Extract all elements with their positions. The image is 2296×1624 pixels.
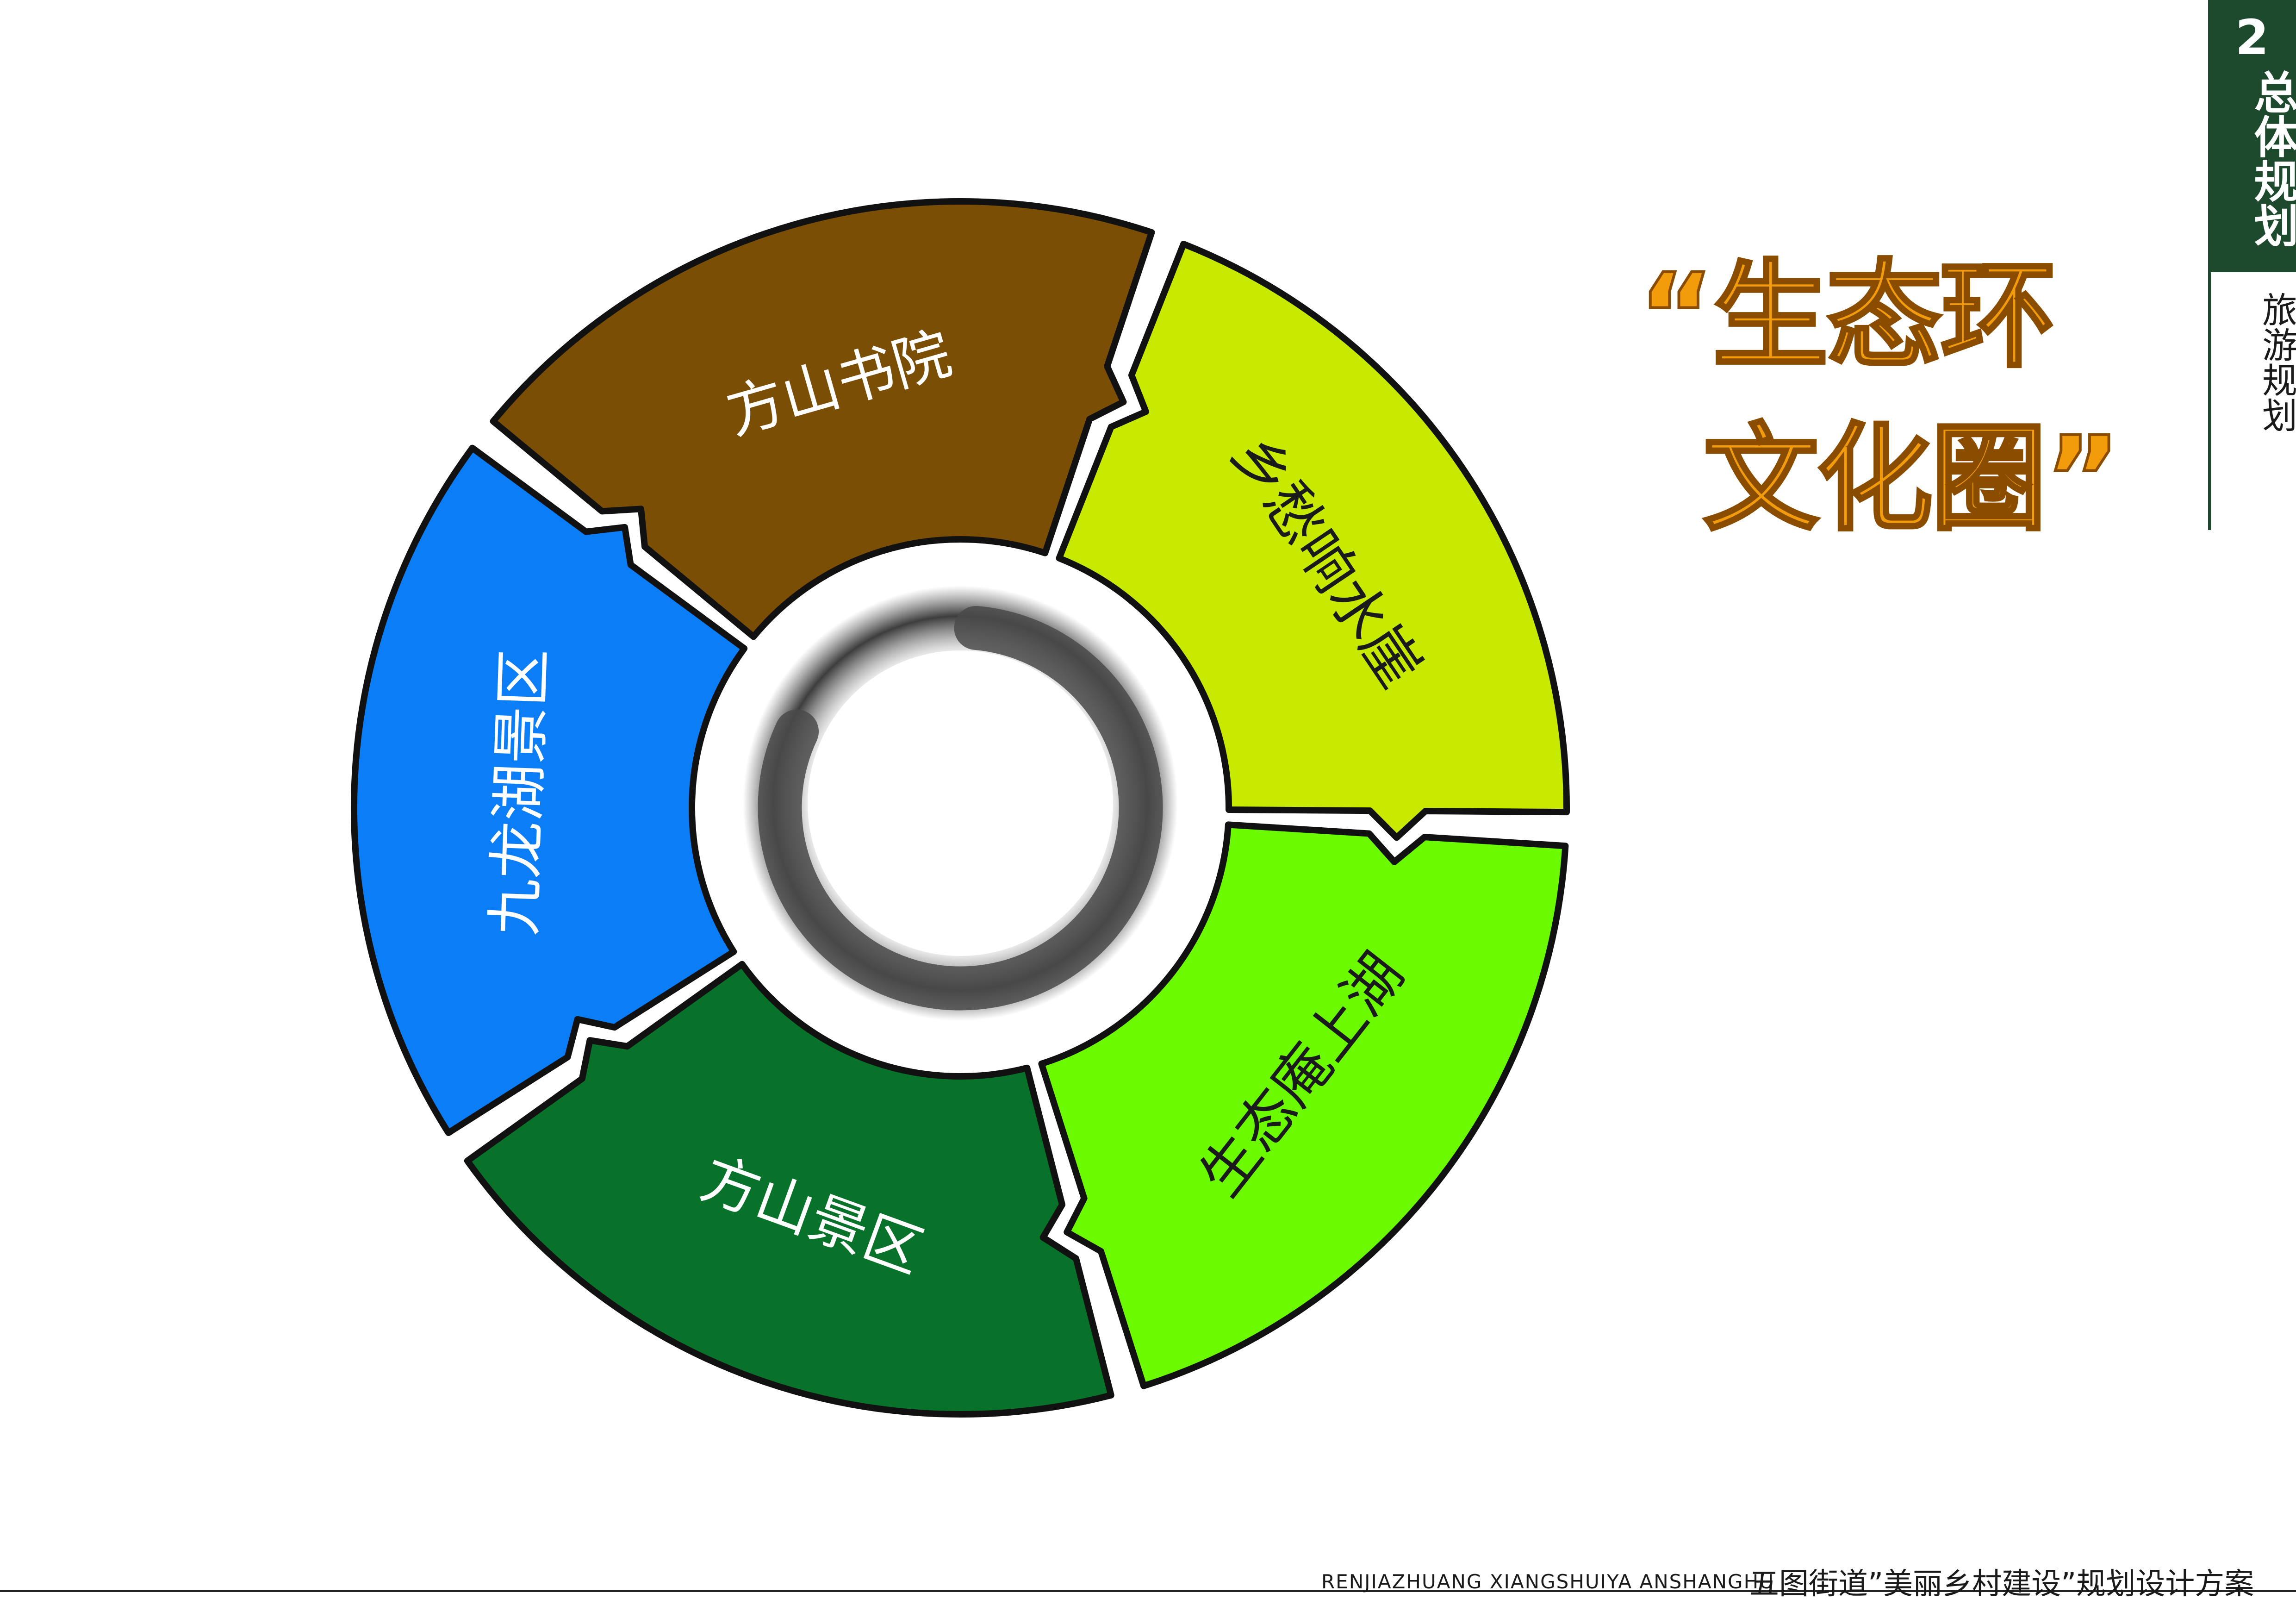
ink-brush-circle — [743, 586, 1178, 1021]
ring-segment — [1056, 240, 1570, 841]
section-number: 2 — [2235, 9, 2269, 66]
section-divider — [2208, 272, 2211, 530]
ring-segment — [351, 444, 748, 1136]
section-tab: 2 总体规划 旅游规划 — [2208, 0, 2296, 530]
footer-english-title: RENJIAZHUANG XIANGSHUIYA ANSHANGHU — [1321, 1570, 1774, 1593]
section-title: 总体规划 — [2246, 69, 2296, 247]
ring-segment — [1038, 821, 1569, 1389]
footer-rule — [0, 1590, 2296, 1592]
ring-segment — [490, 198, 1155, 640]
ring-segment-label: 九龙湖景区 — [481, 648, 558, 937]
section-tab-header — [2208, 0, 2296, 272]
page-title-line-1: “生态环 — [1637, 249, 2057, 383]
subsection-title: 旅游规划 — [2256, 292, 2296, 432]
page-title-line-2: 文化圈” — [1702, 412, 2122, 546]
ring-segment — [464, 961, 1114, 1418]
footer-chinese-title: 五图街道”美丽乡村建设”规划设计方案 — [1749, 1567, 2254, 1601]
